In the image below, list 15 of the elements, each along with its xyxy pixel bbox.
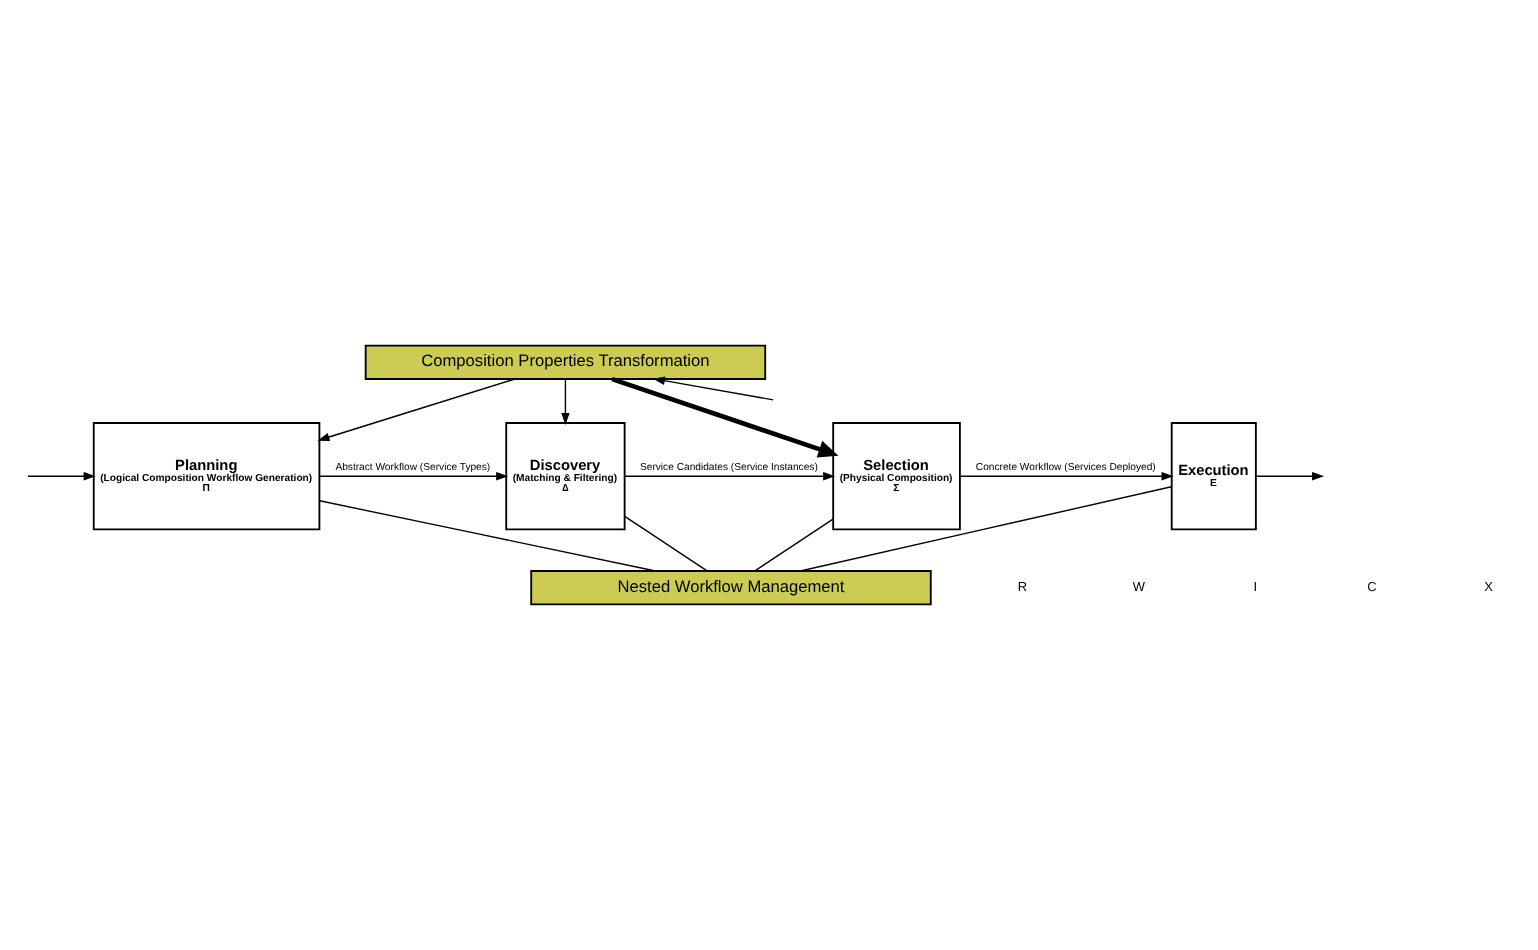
- node-box: Composition Properties Transformation: [364, 344, 767, 380]
- arrow: [959, 472, 1174, 481]
- arrow: [317, 378, 516, 442]
- arrow: [611, 376, 839, 458]
- arrow: [623, 472, 836, 481]
- arrow: [27, 472, 96, 481]
- connector: [624, 515, 708, 572]
- arrow: [1255, 472, 1325, 481]
- arrow: [561, 378, 570, 425]
- connector: [799, 486, 1173, 572]
- arrow: [318, 472, 509, 481]
- connector: [319, 500, 657, 572]
- connector: [754, 518, 834, 572]
- arrow: [652, 376, 774, 401]
- node-box: Nested Workflow Management: [530, 570, 932, 606]
